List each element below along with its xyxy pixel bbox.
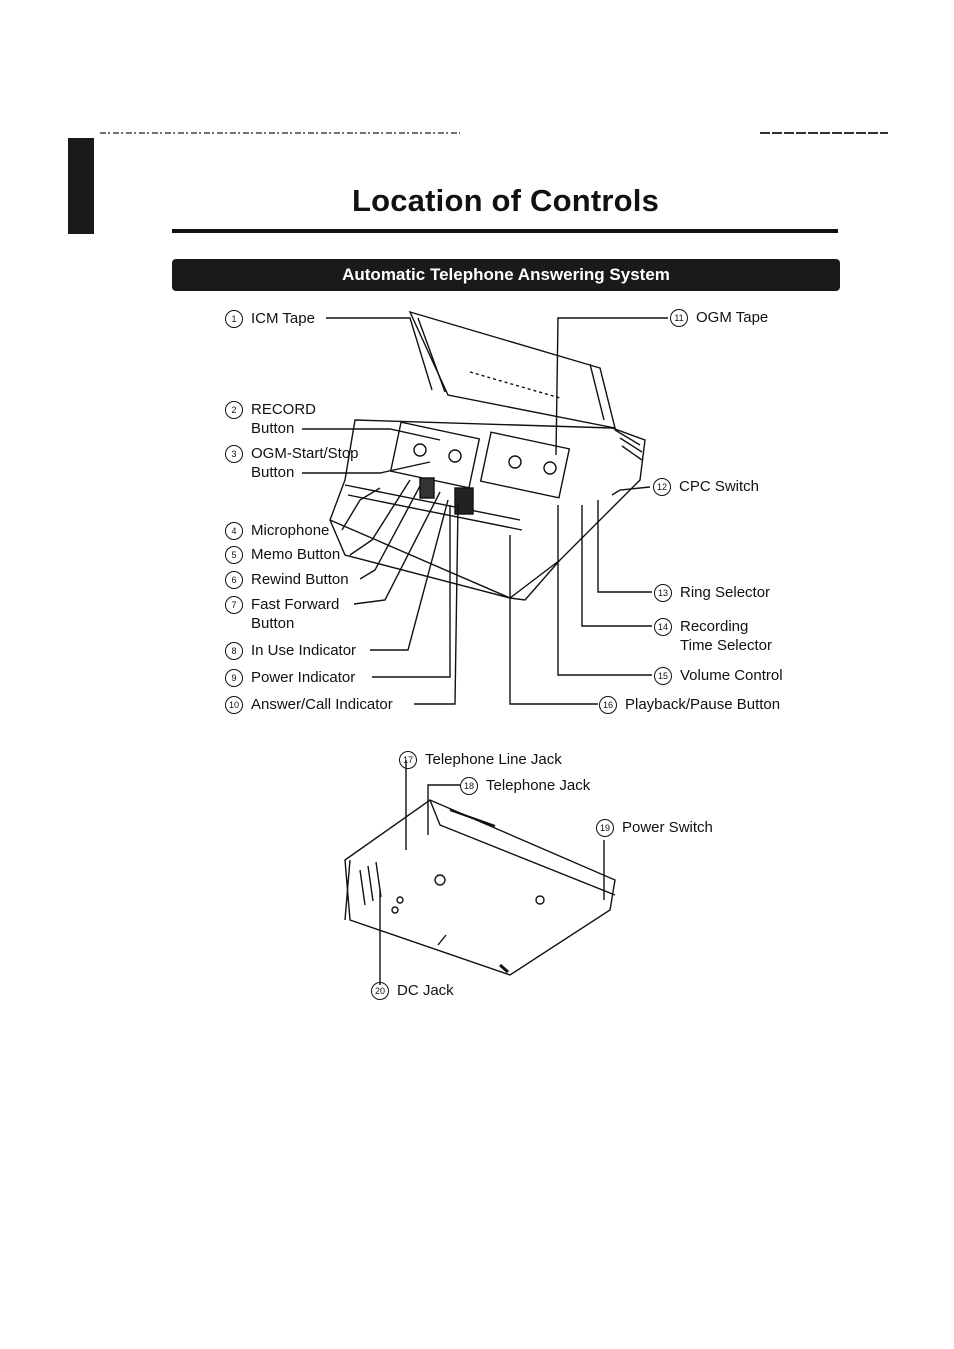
label-telephone-jack: 18 Telephone Jack <box>460 776 590 795</box>
label-text: Volume Control <box>680 667 783 684</box>
label-text-line2: Button <box>251 420 295 437</box>
label-text: Telephone Jack <box>486 777 591 794</box>
label-dc-jack: 20 DC Jack <box>371 981 454 1000</box>
label-text-line2: Time Selector <box>680 637 772 654</box>
label-fast-forward-button: 7 Fast Forward Button <box>225 595 339 633</box>
underside-outline <box>344 799 616 976</box>
callout-number: 1 <box>225 310 243 328</box>
label-text: In Use Indicator <box>251 642 357 659</box>
callout-number: 19 <box>596 819 614 837</box>
label-text: Microphone <box>251 522 330 539</box>
label-text: Ring Selector <box>680 584 771 601</box>
label-text: RECORD <box>251 401 317 418</box>
label-cpc-switch: 12 CPC Switch <box>653 477 759 496</box>
label-text: Telephone Line Jack <box>425 751 562 768</box>
callout-number: 5 <box>225 546 243 564</box>
label-answer-call-indicator: 10 Answer/Call Indicator <box>225 695 393 714</box>
page-title: Location of Controls <box>351 183 660 218</box>
label-text: Playback/Pause Button <box>625 696 781 713</box>
page-edge-mark <box>68 138 94 234</box>
label-volume-control: 15 Volume Control <box>654 666 783 685</box>
callout-number: 18 <box>460 777 478 795</box>
ogm-cassette-well <box>479 431 571 499</box>
label-microphone: 4 Microphone <box>225 521 329 540</box>
title-rule <box>172 229 838 233</box>
label-record-button: 2 RECORD Button <box>225 400 316 438</box>
callout-number: 16 <box>599 696 617 714</box>
label-text: Rewind Button <box>251 571 349 588</box>
scan-artifact-line <box>100 122 888 134</box>
label-text: CPC Switch <box>679 478 760 495</box>
callout-number: 15 <box>654 667 672 685</box>
label-text-line2: Button <box>251 615 295 632</box>
callout-number: 4 <box>225 522 243 540</box>
callout-number: 3 <box>225 445 243 463</box>
label-playback-pause-button: 16 Playback/Pause Button <box>599 695 780 714</box>
label-text: ICM Tape <box>251 310 315 327</box>
callout-number: 10 <box>225 696 243 714</box>
callout-number: 13 <box>654 584 672 602</box>
section-banner: Automatic Telephone Answering System <box>172 259 840 291</box>
callout-number: 12 <box>653 478 671 496</box>
label-recording-time-selector: 14 Recording Time Selector <box>654 617 772 655</box>
section-banner-text: Automatic Telephone Answering System <box>342 265 670 284</box>
label-telephone-line-jack: 17 Telephone Line Jack <box>399 750 562 769</box>
label-rewind-button: 6 Rewind Button <box>225 570 349 589</box>
label-text: Answer/Call Indicator <box>251 696 393 713</box>
label-text: Recording <box>680 618 749 635</box>
label-ogm-start-stop-button: 3 OGM-Start/Stop Button <box>225 444 359 482</box>
label-memo-button: 5 Memo Button <box>225 545 340 564</box>
label-power-switch: 19 Power Switch <box>596 818 713 837</box>
callout-number: 11 <box>670 309 688 327</box>
label-ring-selector: 13 Ring Selector <box>654 583 770 602</box>
scan-artifact-svg <box>100 132 888 134</box>
label-text: Memo Button <box>251 546 341 563</box>
label-text: OGM-Start/Stop <box>251 445 359 462</box>
callout-number: 17 <box>399 751 417 769</box>
label-text: Power Switch <box>622 819 713 836</box>
label-ogm-tape: 11 OGM Tape <box>670 308 768 327</box>
label-text: OGM Tape <box>696 309 769 326</box>
label-text: DC Jack <box>397 982 454 999</box>
callout-number: 2 <box>225 401 243 419</box>
label-in-use-indicator: 8 In Use Indicator <box>225 641 356 660</box>
label-text: Power Indicator <box>251 669 356 686</box>
label-text: Fast Forward <box>251 596 340 613</box>
callout-number: 8 <box>225 642 243 660</box>
label-text-line2: Button <box>251 464 295 481</box>
callout-number: 6 <box>225 571 243 589</box>
lid-outline <box>408 310 616 429</box>
callout-number: 20 <box>371 982 389 1000</box>
label-power-indicator: 9 Power Indicator <box>225 668 355 687</box>
callout-number: 9 <box>225 669 243 687</box>
callout-number: 7 <box>225 596 243 614</box>
label-icm-tape: 1 ICM Tape <box>225 309 315 328</box>
callout-number: 14 <box>654 618 672 636</box>
